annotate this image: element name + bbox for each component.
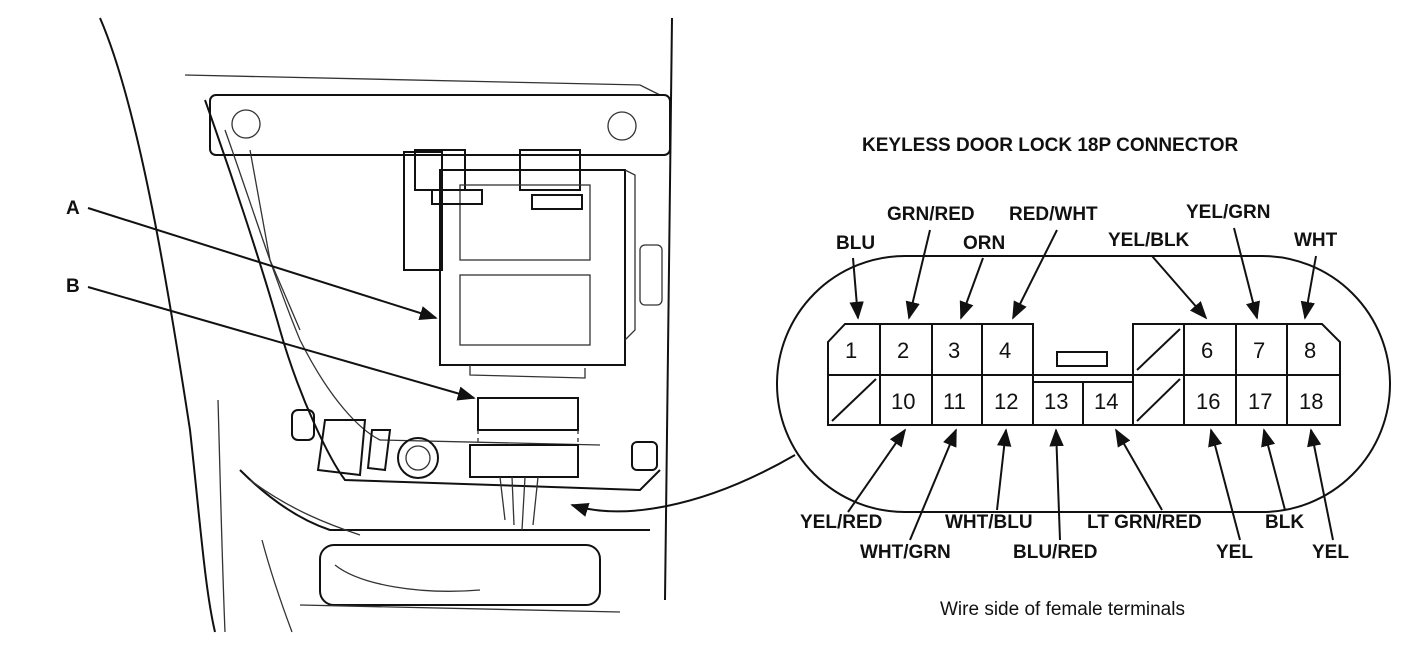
pin-14: 14 [1094,389,1118,414]
pin-2: 2 [897,338,909,363]
callout-b: B [66,276,80,297]
pin-3: 3 [948,338,960,363]
wire-label-pin-14: LT GRN/RED [1087,512,1202,533]
wire-label-pin-7: YEL/GRN [1186,202,1270,223]
pin-18: 18 [1299,389,1323,414]
pin-11: 11 [943,389,966,414]
connector-caption: Wire side of female terminals [940,599,1185,620]
pin-6: 6 [1201,338,1213,363]
pin-1: 1 [845,338,857,363]
callout-a: A [66,198,80,219]
pin-10: 10 [891,389,915,414]
connector-oval [776,255,1391,513]
wire-label-pin-18: YEL [1312,542,1349,563]
pin-4: 4 [999,338,1011,363]
wire-label-pin-1: BLU [836,233,875,254]
wire-label-pin-11: WHT/GRN [860,542,951,563]
wire-label-pin-16: YEL [1216,542,1253,563]
wire-label-pin-3: ORN [963,233,1005,254]
connector-title: KEYLESS DOOR LOCK 18P CONNECTOR [862,135,1238,156]
pin-13: 13 [1044,389,1068,414]
wire-label-pin-4: RED/WHT [1009,204,1098,225]
wire-label-pin-10: YEL/RED [800,512,882,533]
wire-label-pin-17: BLK [1265,512,1304,533]
wire-label-pin-12: WHT/BLU [945,512,1033,533]
pin-16: 16 [1196,389,1220,414]
pin-17: 17 [1248,389,1272,414]
dashboard-illustration [99,17,796,633]
pin-8: 8 [1304,338,1316,363]
wire-label-pin-6: YEL/BLK [1108,230,1190,251]
pin-12: 12 [994,389,1018,414]
pin-7: 7 [1253,338,1265,363]
wire-label-pin-8: WHT [1294,230,1338,251]
connector-face [827,323,1341,426]
wire-label-pin-13: BLU/RED [1013,542,1097,563]
wire-label-pin-2: GRN/RED [887,204,975,225]
